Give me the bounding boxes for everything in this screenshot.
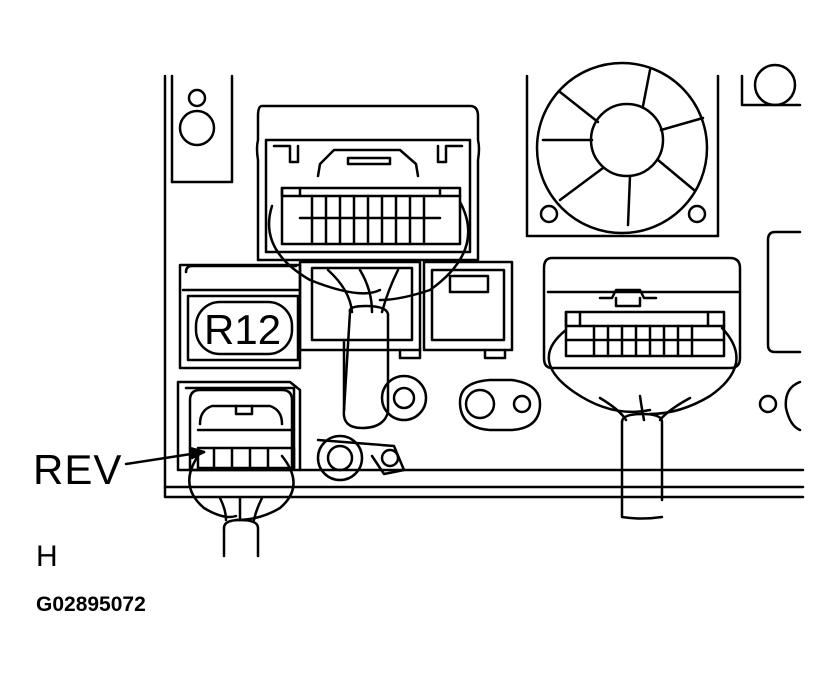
r12-tag-label: R12 xyxy=(204,306,281,353)
rev-connector xyxy=(176,380,302,522)
center-grommet xyxy=(380,374,428,422)
right-connector-harness xyxy=(598,394,692,520)
lower-clamp xyxy=(316,434,406,482)
mounting-hole-top-left xyxy=(178,88,216,147)
rev-leader-line xyxy=(124,446,206,466)
right-edge-bracket xyxy=(766,230,802,354)
mounting-hole-top-right xyxy=(740,63,802,107)
mounting-hole-bottom-right xyxy=(758,380,802,432)
oval-bracket xyxy=(458,378,542,432)
rev-connector-harness xyxy=(218,496,264,558)
chassis-panel xyxy=(163,74,805,499)
cooling-fan xyxy=(525,61,720,238)
top-connector xyxy=(255,104,481,302)
right-connector xyxy=(542,256,742,416)
rev-callout-label: REV xyxy=(33,446,123,493)
middle-sockets xyxy=(298,260,514,360)
r12-plate: R12 xyxy=(178,263,302,370)
figure-code: G02895072 xyxy=(36,593,146,616)
view-letter: H xyxy=(36,540,58,573)
